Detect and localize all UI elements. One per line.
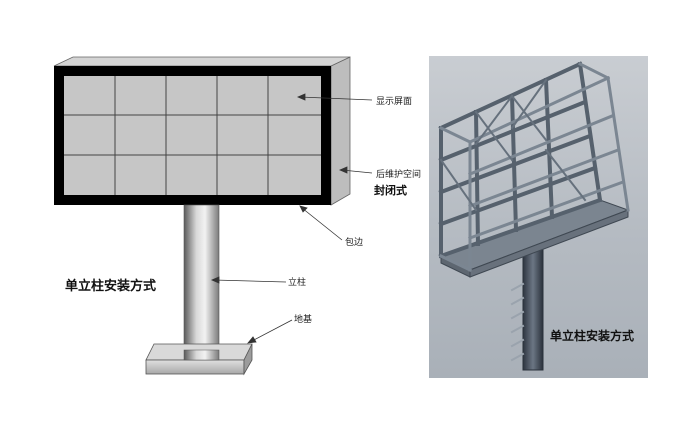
steel-frame-structure [438, 61, 630, 371]
cross-bracing [439, 78, 587, 212]
label-enclosed-type: 封闭式 [374, 184, 407, 197]
support-column [183, 204, 220, 368]
foundation-block [145, 343, 253, 376]
label-rear-maintenance-space: 后维护空间 [376, 170, 422, 180]
box-side-face [330, 56, 351, 206]
pole-ladder [510, 282, 525, 362]
box-top-face [53, 56, 351, 67]
front-frame [438, 61, 603, 259]
left-caption: 单立柱安装方式 [65, 279, 157, 294]
label-foundation: 地基 [294, 315, 313, 325]
display-screen [64, 76, 321, 195]
leader-arrows [210, 93, 373, 344]
rear-frame [438, 61, 630, 273]
label-edge-wrap: 包边 [345, 238, 364, 248]
steel-pole [522, 247, 544, 371]
label-display-screen: 显示屏面 [376, 97, 413, 107]
label-column: 立柱 [288, 278, 307, 288]
right-caption: 单立柱安装方式 [550, 329, 635, 343]
screen-module-grid [64, 76, 321, 195]
billboard-box [53, 56, 351, 206]
